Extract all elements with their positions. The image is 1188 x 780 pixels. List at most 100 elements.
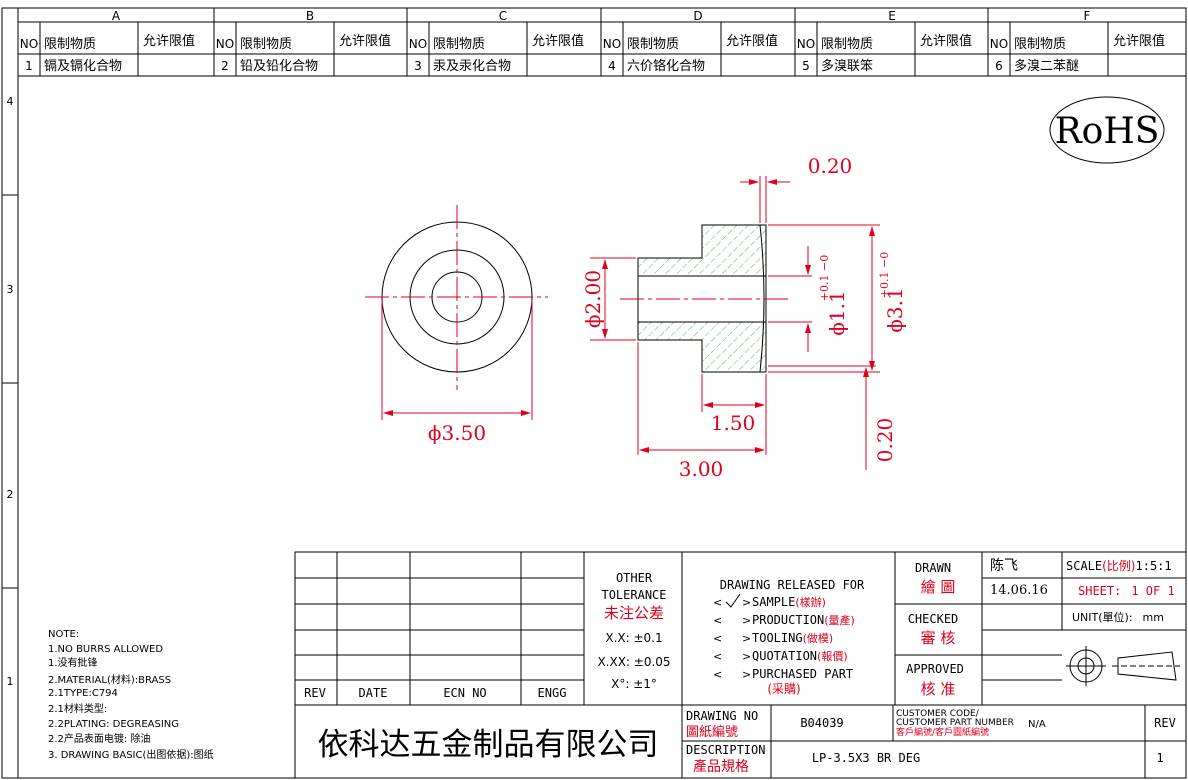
- substance-header-limit: 允许限值: [920, 33, 972, 49]
- restricted-substances-table: NO 限制物质 允许限值 1 镉及镉化合物 NO 限制物质 允许限值 2 铅及铅化合物 NO 限制物质…: [20, 22, 1165, 76]
- dim-total-length: 3.00: [679, 457, 724, 481]
- zone-col-b: B: [306, 9, 314, 23]
- substance-header-name: 限制物质: [1014, 37, 1066, 52]
- release-bracket-open: <: [713, 596, 722, 609]
- tolerance-title-2: TOLERANCE: [601, 588, 666, 602]
- substance-no: 5: [802, 59, 810, 73]
- zone-row-3: 3: [7, 283, 14, 296]
- section-view: ϕ2.00 0.20 ϕ1.1 +0.1 −0 ϕ3.1 +0.1 −0 1.5…: [581, 154, 907, 481]
- drawn-label-cn: 繪 圖: [921, 578, 956, 596]
- drawing-border: [1, 7, 1187, 779]
- release-bracket-close: >: [742, 668, 751, 681]
- substance-name: 多溴二苯醚: [1014, 58, 1079, 74]
- sheet-label: SHEET:1 OF 1: [1078, 584, 1175, 598]
- checked-label-cn: 審 核: [921, 629, 956, 647]
- release-bracket-close: >: [742, 650, 751, 663]
- drawing-no-label: DRAWING NO: [686, 709, 758, 723]
- release-title: DRAWING RELEASED FOR: [720, 578, 865, 592]
- note-line: 2.1TYPE:C794: [48, 688, 118, 699]
- release-option-label-cn: (采購): [767, 682, 800, 696]
- customer-label: CUSTOMER CODE/: [896, 709, 980, 719]
- zone-row-2: 2: [7, 488, 14, 501]
- substance-header-no: NO: [216, 37, 234, 51]
- substance-header-name: 限制物质: [627, 37, 679, 52]
- release-bracket-open: <: [713, 650, 722, 663]
- note-line: 1.没有批锋: [48, 656, 98, 669]
- zone-col-a: A: [112, 9, 121, 23]
- drawing-no-label-cn: 圖紙編號: [686, 724, 738, 740]
- scale-label: SCALE(比例)1:5:1: [1066, 559, 1172, 573]
- zone-col-e: E: [888, 9, 896, 23]
- dim-flange-tolerance: +0.1 −0: [878, 252, 891, 298]
- substance-header-no: NO: [797, 37, 815, 51]
- substance-name: 镉及镉化合物: [44, 58, 122, 74]
- description-value: LP-3.5X3 BR DEG: [812, 751, 920, 765]
- substance-header-no: NO: [409, 37, 427, 51]
- tolerance-title-cn: 未注公差: [604, 604, 664, 622]
- description-label-cn: 產品規格: [693, 758, 749, 775]
- substance-header-limit: 允许限值: [339, 33, 391, 49]
- notes-block: NOTE:1.NO BURRS ALLOWED1.没有批锋2.MATERIAL(…: [48, 629, 214, 761]
- approved-label-cn: 核 准: [921, 680, 956, 698]
- drawn-name: 陈飞: [990, 557, 1018, 574]
- description-label: DESCRIPTION: [686, 743, 765, 757]
- dim-inner-diameter: ϕ1.1: [825, 290, 849, 335]
- rohs-label: RoHS: [1055, 111, 1160, 152]
- substance-name: 铅及铅化合物: [240, 59, 318, 74]
- dim-step: 0.20: [873, 418, 897, 463]
- substance-header-name: 限制物质: [433, 37, 485, 52]
- rohs-badge: [1049, 96, 1165, 164]
- substance-no: 1: [25, 59, 33, 73]
- note-line: 1.NO BURRS ALLOWED: [48, 644, 163, 655]
- dim-flange-length: 1.50: [711, 411, 756, 435]
- substance-header-limit: 允许限值: [143, 33, 195, 49]
- release-option-label: PURCHASED PART: [752, 667, 853, 681]
- unit-label: UNIT(單位):mm: [1072, 610, 1164, 624]
- release-bracket-close: >: [742, 614, 751, 627]
- zone-row-4: 4: [7, 95, 14, 108]
- substance-header-no: NO: [990, 37, 1008, 51]
- customer-label-cn: 客戶編號/客戶圖紙編號: [896, 726, 989, 738]
- drawn-label: DRAWN: [915, 561, 951, 575]
- release-bracket-open: <: [713, 632, 722, 645]
- checked-label: CHECKED: [908, 612, 959, 626]
- substance-no: 4: [608, 59, 616, 73]
- substance-name: 汞及汞化合物: [433, 59, 511, 74]
- release-option-label: PRODUCTION(量產): [752, 613, 855, 627]
- zone-col-c: C: [499, 9, 507, 23]
- tolerance-title-1: OTHER: [616, 571, 653, 585]
- dim-outer-diameter: ϕ2.00: [581, 270, 605, 328]
- zone-row-1: 1: [7, 675, 14, 688]
- zone-rows: 4 3 2 1: [2, 95, 18, 688]
- substance-no: 2: [221, 59, 229, 73]
- note-line: NOTE:: [48, 629, 79, 640]
- note-line: 2.1材料类型:: [48, 702, 107, 715]
- company-name: 依科达五金制品有限公司: [318, 727, 659, 763]
- checkmark-icon: [725, 593, 741, 608]
- release-option-label: TOOLING(做模): [752, 631, 833, 645]
- release-bracket-open: <: [713, 668, 722, 681]
- note-line: 3. DRAWING BASIC(出图依据):图纸: [48, 748, 214, 761]
- release-option-label: SAMPLE(樣辦): [752, 595, 826, 609]
- drawn-date: 14.06.16: [990, 583, 1048, 598]
- rev-header: REV: [304, 686, 326, 700]
- substance-header-name: 限制物质: [240, 37, 292, 52]
- date-header: DATE: [359, 686, 388, 700]
- dim-inner-tolerance: +0.1 −0: [818, 255, 831, 301]
- release-bracket-open: <: [713, 614, 722, 627]
- zone-col-d: D: [693, 9, 702, 23]
- substance-header-no: NO: [20, 37, 38, 51]
- release-option-label: QUOTATION(報價): [752, 649, 848, 663]
- ecn-header: ECN NO: [443, 686, 486, 700]
- substance-header-name: 限制物质: [44, 37, 96, 52]
- substance-name: 多溴联笨: [821, 58, 873, 74]
- dim-front-diameter: ϕ3.50: [428, 421, 486, 445]
- tolerance-xxx: X.XX: ±0.05: [597, 655, 670, 669]
- zone-columns: A B C D E F: [112, 8, 1091, 23]
- drawing-no-value: B04039: [800, 716, 843, 730]
- customer-label-2: CUSTOMER PART NUMBER: [896, 718, 1014, 728]
- projection-symbol-icon: [1066, 646, 1180, 686]
- release-bracket-close: >: [742, 632, 751, 645]
- tolerance-angle: X°: ±1°: [611, 677, 657, 691]
